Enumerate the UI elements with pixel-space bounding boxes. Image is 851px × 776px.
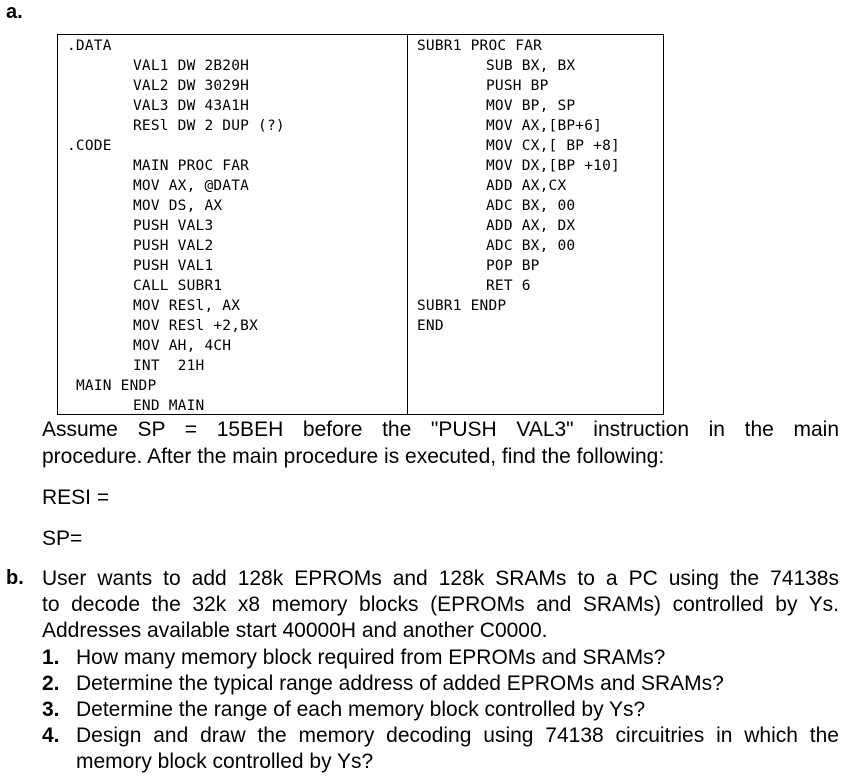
code-line: MOV BP, SP [486, 98, 576, 114]
question-number: 3. [42, 698, 60, 721]
intro-text-line-2: to decode the 32k x8 memory blocks (EPRO… [42, 593, 839, 616]
code-line: .CODE [67, 138, 112, 154]
code-line: MOV RESl +2,BX [133, 318, 259, 334]
question-number: 1. [42, 646, 60, 669]
code-line: SUB BX, BX [486, 58, 576, 74]
code-line: CALL SUBR1 [133, 278, 223, 294]
assume-text-line-1: Assume SP = 15BEH before the "PUSH VAL3"… [42, 418, 839, 441]
question-number: 4. [42, 724, 60, 747]
code-line: RET 6 [486, 278, 531, 294]
sp-prompt: SP= [42, 527, 83, 550]
code-line: PUSH VAL2 [133, 238, 214, 254]
code-line: INT 21H [133, 358, 205, 374]
code-line: END MAIN [133, 398, 205, 414]
question-text: How many memory block required from EPRO… [76, 646, 666, 669]
intro-text-line-1: User wants to add 128k EPROMs and 128k S… [42, 567, 839, 590]
question-text: Design and draw the memory decoding usin… [76, 724, 839, 747]
code-line: POP BP [486, 258, 540, 274]
code-line: ADD AX, DX [486, 218, 576, 234]
code-line: VAL2 DW 3029H [133, 78, 250, 94]
question-text-continued: memory block controlled by Ys? [76, 750, 374, 773]
code-line: MOV AX, @DATA [133, 178, 250, 194]
code-line: MAIN PROC FAR [133, 158, 250, 174]
section-a-label: a. [6, 1, 23, 23]
assembly-code-table: .DATA VAL1 DW 2B20H VAL2 DW 3029H VAL3 D… [57, 34, 664, 415]
code-line: MOV CX,[ BP +8] [486, 138, 620, 154]
code-line: END [417, 318, 444, 334]
resi-prompt: RESI = [42, 486, 110, 509]
code-line: VAL3 DW 43A1H [133, 98, 250, 114]
code-line: MAIN ENDP [76, 378, 157, 394]
code-line: RESl DW 2 DUP (?) [133, 118, 285, 134]
intro-text-line-3: Addresses available start 40000H and ano… [42, 619, 548, 642]
code-line: SUBR1 PROC FAR [417, 38, 543, 54]
code-line: MOV DS, AX [133, 198, 223, 214]
code-line: MOV DX,[BP +10] [486, 158, 620, 174]
question-1: 1. How many memory block required from E… [0, 644, 851, 671]
question-4: 4. Design and draw the memory decoding u… [0, 722, 851, 776]
code-line: MOV RESl, AX [133, 298, 241, 314]
question-text: Determine the range of each memory block… [76, 698, 646, 721]
code-line: PUSH VAL3 [133, 218, 214, 234]
section-b-label: b. [6, 567, 24, 589]
code-line: SUBR1 ENDP [417, 298, 507, 314]
code-line: ADC BX, 00 [486, 238, 576, 254]
question-3: 3. Determine the range of each memory bl… [0, 696, 851, 723]
code-line: VAL1 DW 2B20H [133, 58, 250, 74]
code-line: PUSH BP [486, 78, 549, 94]
column-divider [407, 35, 408, 414]
assume-text-line-2: procedure. After the main procedure is e… [42, 445, 665, 468]
code-line: MOV AH, 4CH [133, 338, 232, 354]
question-2: 2. Determine the typical range address o… [0, 670, 851, 697]
code-line: PUSH VAL1 [133, 258, 214, 274]
code-line: MOV AX,[BP+6] [486, 118, 603, 134]
code-line: .DATA [67, 38, 112, 54]
code-line: ADC BX, 00 [486, 198, 576, 214]
question-number: 2. [42, 672, 60, 695]
question-text: Determine the typical range address of a… [76, 672, 724, 695]
code-line: ADD AX,CX [486, 178, 567, 194]
